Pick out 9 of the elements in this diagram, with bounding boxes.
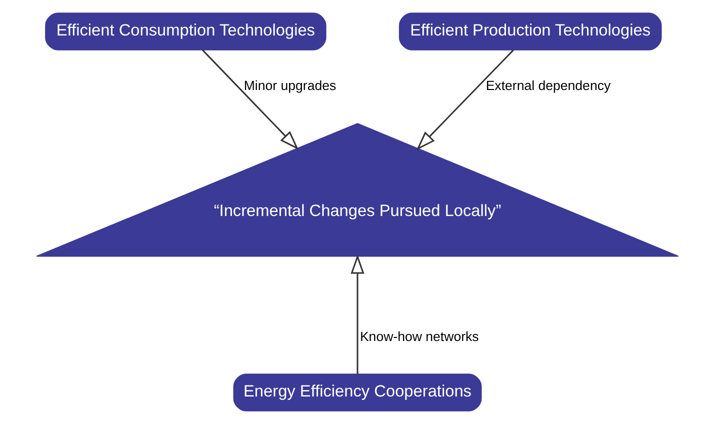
edge-label: Minor upgrades: [243, 78, 336, 93]
edge-label: Know-how networks: [359, 328, 478, 344]
arrow: [201, 48, 298, 150]
arrow: [416, 48, 514, 150]
edge-label: External dependency: [485, 78, 610, 93]
node-box: Efficient Consumption Technologies: [44, 12, 326, 50]
node-box: Efficient Production Technologies: [398, 12, 662, 50]
arrow: [350, 254, 364, 374]
node-box: Energy Efficiency Cooperations: [232, 373, 482, 411]
